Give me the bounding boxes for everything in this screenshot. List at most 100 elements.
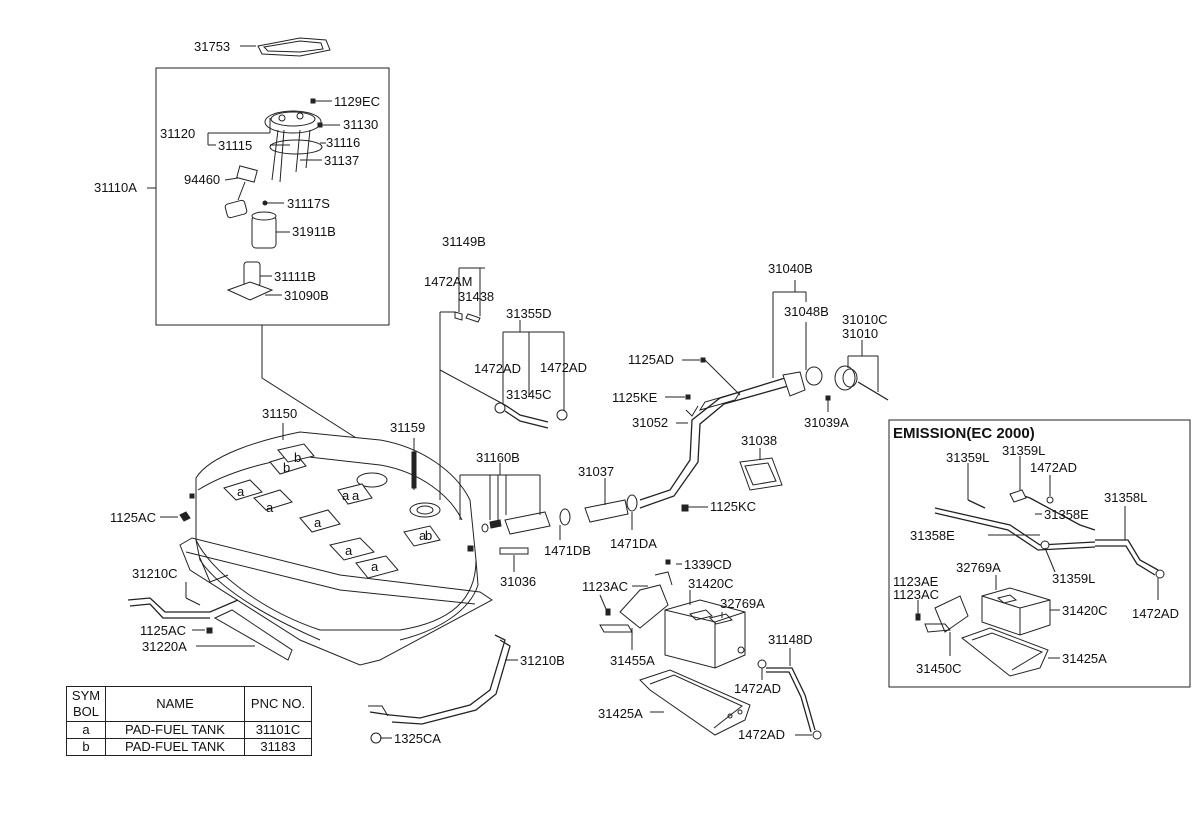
gasket-31753 <box>240 37 331 57</box>
pad-marker-a: a <box>237 484 245 499</box>
tank-leaders <box>160 423 518 739</box>
emission-title: EMISSION(EC 2000) <box>893 425 1035 442</box>
label-31438: 31438 <box>458 289 494 304</box>
label-31150: 31150 <box>262 406 297 421</box>
label-31159: 31159 <box>390 420 425 435</box>
legend-name: PAD-FUEL TANK <box>105 738 245 756</box>
label-31160B: 31160B <box>476 450 520 465</box>
emission-box <box>888 419 1191 688</box>
pad-marker-a: a <box>342 488 350 503</box>
label-1123AC: 1123AC <box>582 579 628 594</box>
pad-marker-b: b <box>283 460 290 475</box>
legend-header-symbol: SYM BOL <box>66 686 106 722</box>
label-31455A: 31455A <box>610 653 655 668</box>
pad-marker-a: a <box>266 500 274 515</box>
label-e31425A: 31425A <box>1062 651 1107 666</box>
label-31425A: 31425A <box>598 706 643 721</box>
legend-header-name: NAME <box>105 686 245 722</box>
label-e1123AC: 1123AC <box>893 587 939 602</box>
label-31010: 31010 <box>842 326 878 341</box>
label-e31358E-a: 31358E <box>910 528 955 543</box>
label-31753: 31753 <box>194 39 230 54</box>
legend-symbol: b <box>66 738 106 756</box>
label-1129EC: 1129EC <box>334 94 380 109</box>
label-1339CD: 1339CD <box>684 557 732 572</box>
label-31037: 31037 <box>578 464 614 479</box>
canister-assembly <box>599 559 822 740</box>
label-1325CA: 1325CA <box>394 731 441 746</box>
label-e32769A: 32769A <box>956 560 1001 575</box>
legend-row: a PAD-FUEL TANK 31101C <box>66 721 312 739</box>
label-31110A: 31110A <box>94 180 137 195</box>
label-1471DA: 1471DA <box>610 536 657 551</box>
symbol-legend-table: SYM BOL NAME PNC NO. a PAD-FUEL TANK 311… <box>66 686 312 756</box>
label-31038: 31038 <box>741 433 777 448</box>
label-31115: 31115 <box>218 138 252 153</box>
label-e31420C: 31420C <box>1062 603 1108 618</box>
label-94460: 94460 <box>184 172 220 187</box>
label-e31359L-a: 31359L <box>946 450 989 465</box>
label-31210C: 31210C <box>132 566 178 581</box>
emission-labels: EMISSION(EC 2000) 31359L 31359L 1472AD 3… <box>893 425 1179 676</box>
label-31911B: 31911B <box>292 224 336 239</box>
label-31220A: 31220A <box>142 639 187 654</box>
label-e1472AD-b: 1472AD <box>1132 606 1179 621</box>
pad-marker-a: a <box>419 528 427 543</box>
label-31120: 31120 <box>160 126 195 141</box>
legend-header-pnc: PNC NO. <box>244 686 312 722</box>
label-e1123AE: 1123AE <box>893 574 939 589</box>
filler-neck <box>639 280 889 512</box>
vent-hoses <box>439 267 568 500</box>
label-e31358E-b: 31358E <box>1044 507 1089 522</box>
pad-marker-a: a <box>352 488 360 503</box>
legend-row: b PAD-FUEL TANK 31183 <box>66 738 312 756</box>
label-1471DB: 1471DB <box>544 543 591 558</box>
part-labels: 31753 1129EC 31130 31120 31115 31116 311… <box>94 39 888 746</box>
label-1472AM: 1472AM <box>424 274 472 289</box>
label-31130: 31130 <box>343 117 378 132</box>
label-31345C: 31345C <box>506 387 552 402</box>
label-e1472AD-a: 1472AD <box>1030 460 1077 475</box>
label-31116: 31116 <box>326 135 360 150</box>
label-31048B: 31048B <box>784 304 829 319</box>
label-e31359L-b: 31359L <box>1002 443 1045 458</box>
label-31090B: 31090B <box>284 288 329 303</box>
label-31040B: 31040B <box>768 261 813 276</box>
label-31149B: 31149B <box>442 234 486 249</box>
label-1125KE: 1125KE <box>612 390 658 405</box>
label-31039A: 31039A <box>804 415 849 430</box>
legend-header-row: SYM BOL NAME PNC NO. <box>66 686 312 722</box>
fuel-pump-parts <box>147 98 340 301</box>
label-31117S: 31117S <box>287 196 330 211</box>
fuel-tank <box>195 431 479 641</box>
pad-marker-a: a <box>345 543 353 558</box>
label-32769A: 32769A <box>720 596 765 611</box>
legend-symbol: a <box>66 721 106 739</box>
label-1472AD-right: 1472AD <box>540 360 587 375</box>
label-e31450C: 31450C <box>916 661 962 676</box>
label-1125AD-top: 1125AD <box>628 352 674 367</box>
label-31420C: 31420C <box>688 576 734 591</box>
label-1125AC-left: 1125AC <box>110 510 156 525</box>
legend-pnc: 31183 <box>244 738 312 756</box>
label-31137: 31137 <box>324 153 359 168</box>
label-e31358L: 31358L <box>1104 490 1147 505</box>
label-1472AD-bottom: 1472AD <box>738 727 785 742</box>
label-31052: 31052 <box>632 415 668 430</box>
label-31148D: 31148D <box>768 632 813 647</box>
label-31210B: 31210B <box>520 653 565 668</box>
pad-marker-a: a <box>314 515 322 530</box>
label-e31359L-c: 31359L <box>1052 571 1095 586</box>
label-1472AD-canister: 1472AD <box>734 681 781 696</box>
pad-marker-a: a <box>371 559 379 574</box>
pad-marker-b: b <box>294 450 301 465</box>
label-1125KC: 1125KC <box>710 499 756 514</box>
label-31010C: 31010C <box>842 312 888 327</box>
label-1125AC-lower: 1125AC <box>140 623 186 638</box>
pad-marker-b: b <box>425 528 432 543</box>
fuel-pump-assembly-box <box>155 67 390 326</box>
emission-parts <box>915 456 1165 677</box>
legend-pnc: 31101C <box>244 721 312 739</box>
label-31111B: 31111B <box>274 269 316 284</box>
